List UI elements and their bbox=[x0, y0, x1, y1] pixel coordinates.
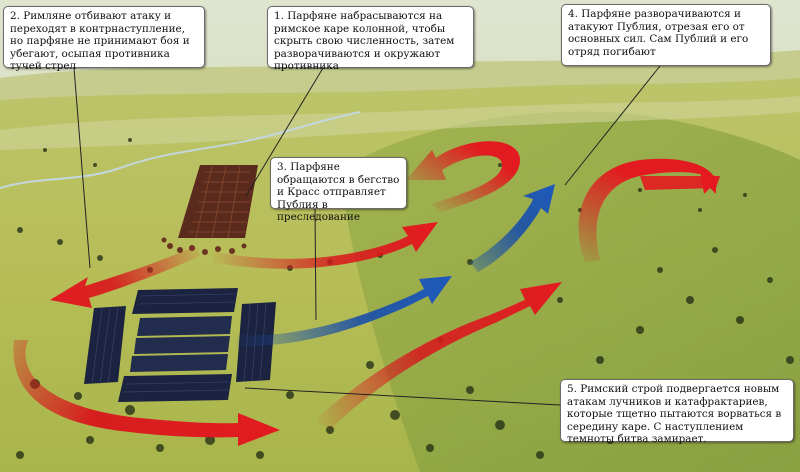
callout-step-4-text: 4. Парфяне разворачиваются и атакуют Пуб… bbox=[568, 8, 749, 58]
parthian-arrow-loop-right bbox=[578, 158, 716, 262]
callout-leaders bbox=[73, 65, 661, 406]
callout-step-2-text: 2. Римляне отбивают атаку и переходят в … bbox=[10, 10, 190, 73]
roman-arrow-publius-1 bbox=[236, 276, 452, 347]
ridge bbox=[0, 96, 800, 150]
callout-step-5-text: 5. Римский строй подвергается новым атак… bbox=[567, 383, 782, 446]
parthian-arrow-right-shaft bbox=[640, 176, 720, 190]
parthian-column bbox=[161, 165, 258, 255]
callout-step-3-text: 3. Парфяне обращаются в бегство и Красс … bbox=[277, 161, 400, 224]
callout-step-5: 5. Римский строй подвергается новым атак… bbox=[560, 379, 794, 445]
roman-square bbox=[84, 288, 276, 402]
parthian-arrow-left-flank bbox=[13, 340, 281, 446]
callout-step-3: 3. Парфяне обращаются в бегство и Красс … bbox=[270, 157, 407, 223]
parthian-arrow-center bbox=[315, 282, 562, 430]
parthian-arrow-column-right bbox=[212, 222, 438, 269]
parthian-arrow-loop-center bbox=[406, 141, 520, 212]
roman-arrow-publius-2 bbox=[470, 184, 555, 272]
river bbox=[0, 111, 361, 189]
callout-step-1-text: 1. Парфяне набрасываются на римское каре… bbox=[274, 10, 455, 73]
callout-step-2: 2. Римляне отбивают атаку и переходят в … bbox=[3, 6, 205, 72]
callout-step-1: 1. Парфяне набрасываются на римское каре… bbox=[267, 6, 474, 72]
callout-step-4: 4. Парфяне разворачиваются и атакуют Пуб… bbox=[561, 4, 771, 66]
parthian-arrow-column-left bbox=[50, 246, 200, 308]
